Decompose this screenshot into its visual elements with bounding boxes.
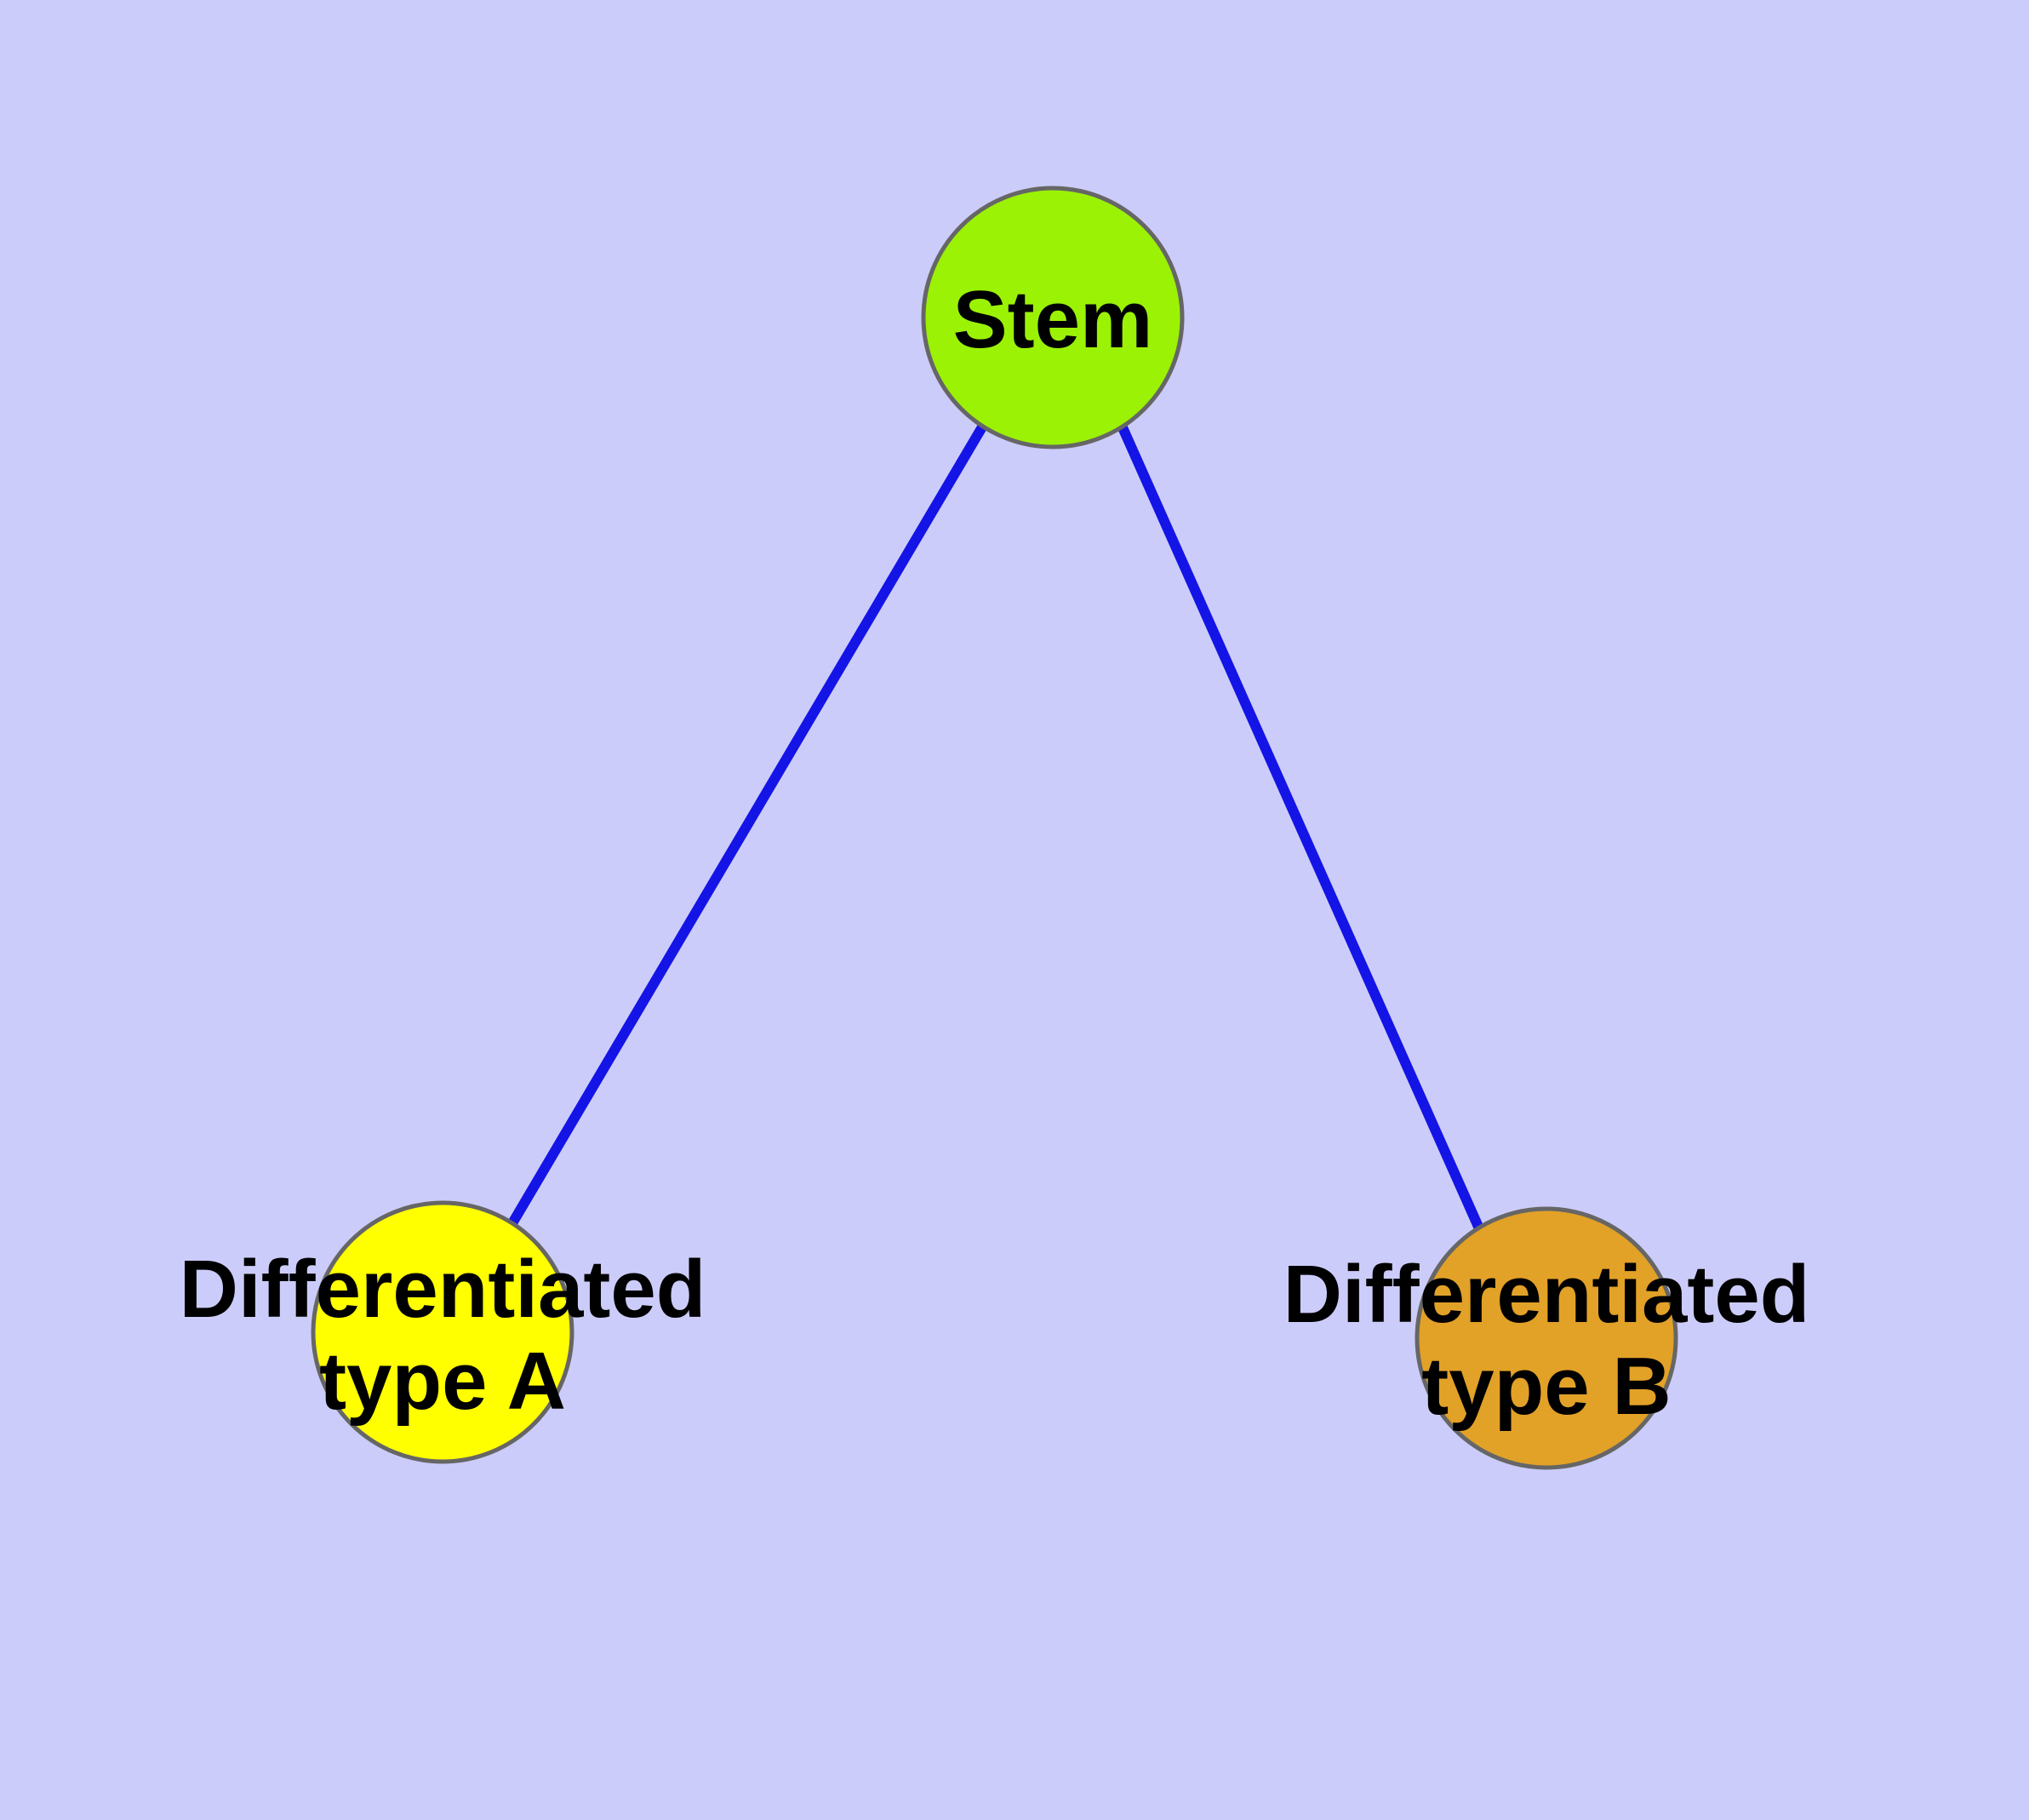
node-label-line: type B [1421,1341,1671,1432]
node-label-stem: Stem [953,274,1153,365]
node-diff-b[interactable] [1415,1206,1678,1470]
node-label-line: Differentiated [180,1244,706,1335]
node-diff-a[interactable] [311,1200,574,1464]
node-stem[interactable] [921,186,1185,449]
node-label-line: Stem [953,274,1153,365]
edge-stem-to-diff-a[interactable] [507,422,988,1227]
node-label-line: Differentiated [1283,1249,1810,1340]
nodes-layer [311,186,1678,1470]
edges-layer [507,422,1483,1229]
edge-stem-to-diff-b[interactable] [1117,423,1483,1229]
node-label-line: type A [319,1336,566,1427]
